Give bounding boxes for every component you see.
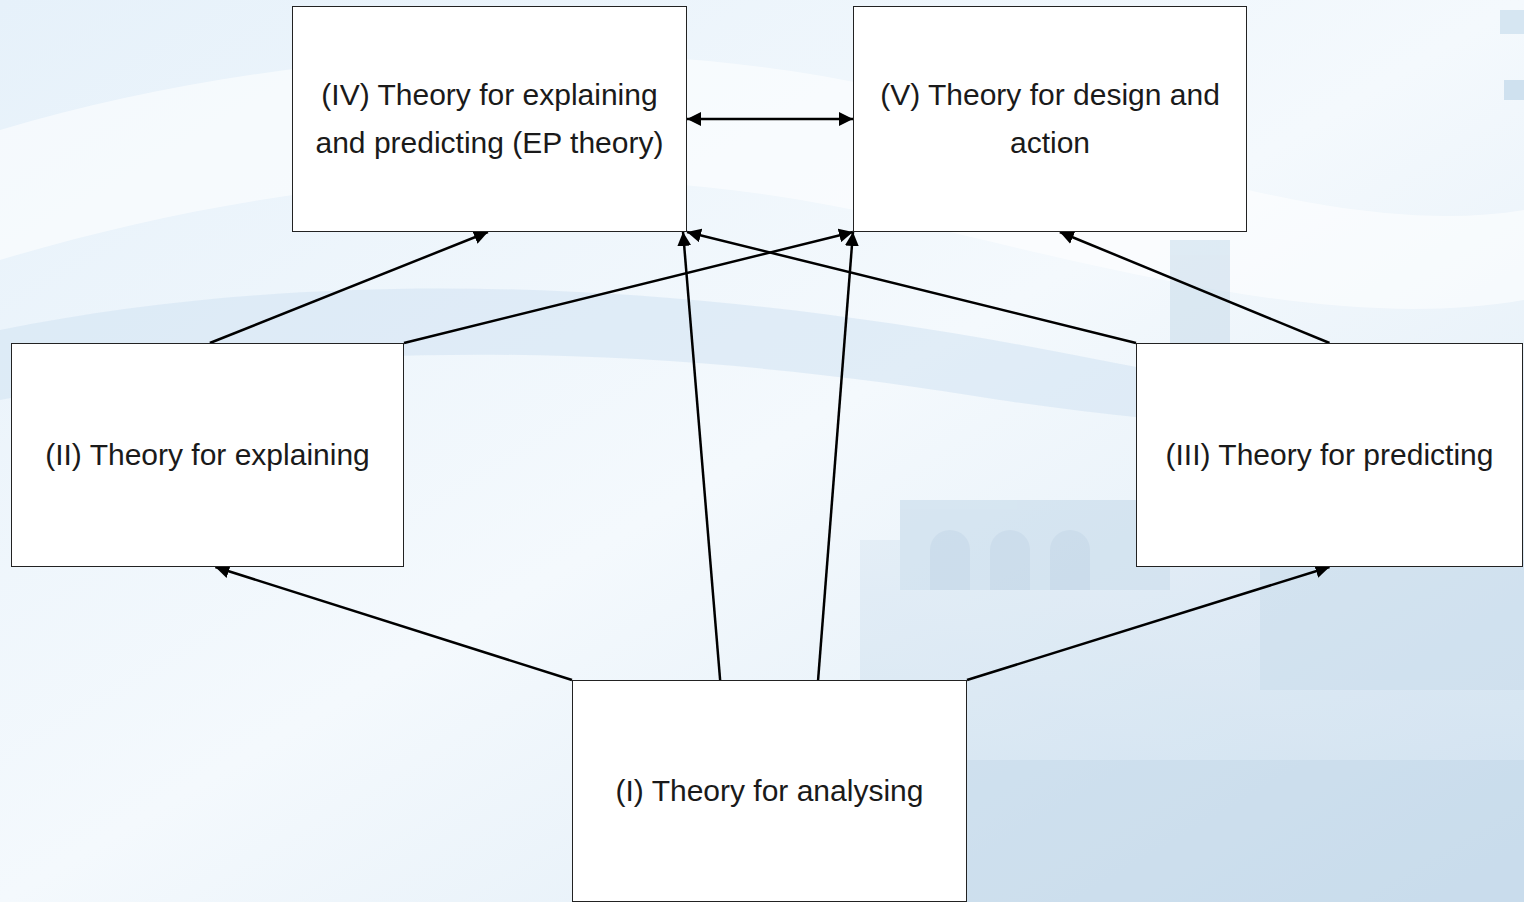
- arrow-connector: [215, 567, 572, 680]
- box-label: (IV) Theory for explaining and predictin…: [293, 71, 686, 167]
- theory-box: (III) Theory for predicting: [1136, 343, 1523, 567]
- arrow-connector: [1060, 232, 1330, 343]
- box-label: (V) Theory for design and action: [854, 71, 1246, 167]
- box-label: (II) Theory for explaining: [31, 431, 384, 479]
- arrow-connector: [210, 232, 488, 343]
- background-swoosh: [0, 53, 1524, 309]
- background-square: [1500, 10, 1524, 34]
- arrow-connector: [818, 232, 853, 680]
- box-label: (I) Theory for analysing: [602, 767, 938, 815]
- theory-box: (IV) Theory for explaining and predictin…: [292, 6, 687, 232]
- box-label: (III) Theory for predicting: [1152, 431, 1508, 479]
- background-square: [1504, 80, 1524, 100]
- theory-box: (V) Theory for design and action: [853, 6, 1247, 232]
- theory-box: (I) Theory for analysing: [572, 680, 967, 902]
- theory-box: (II) Theory for explaining: [11, 343, 404, 567]
- arrow-connector: [404, 232, 853, 343]
- arrow-connector: [967, 567, 1330, 680]
- arrow-connector: [683, 232, 720, 680]
- arrow-connector: [687, 232, 1136, 343]
- arrow-connector: [687, 118, 853, 121]
